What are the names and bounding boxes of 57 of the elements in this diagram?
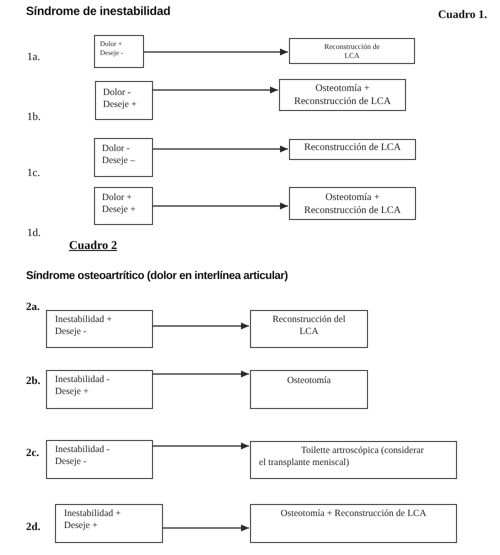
treatment-box	[289, 139, 416, 160]
row-label: 2a.	[26, 301, 40, 314]
arrow	[163, 524, 249, 532]
treatment-box	[250, 441, 457, 479]
arrow	[144, 48, 288, 56]
condition-text: Deseje +	[64, 520, 99, 533]
treatment-text: Osteotomía + Reconstrucción de LCA	[303, 192, 402, 217]
arrow	[153, 442, 249, 450]
condition-box	[95, 81, 153, 120]
arrow	[153, 370, 249, 378]
row-label: 2d.	[26, 521, 40, 534]
arrow	[153, 202, 288, 210]
condition-text: Inestabilidad +	[64, 509, 122, 521]
condition-box	[94, 187, 153, 225]
table-number: Cuadro 2	[69, 238, 118, 252]
condition-text: Inestabilidad -	[55, 375, 111, 387]
treatment-box	[250, 310, 368, 348]
treatment-text: Reconstrucción del LCA	[271, 315, 347, 339]
condition-text: Deseje –	[102, 156, 136, 168]
treatment-box	[279, 79, 406, 111]
condition-box	[55, 504, 163, 543]
condition-box	[94, 138, 153, 177]
condition-text: Dolor -	[103, 88, 132, 100]
row-label: 1c.	[27, 167, 40, 180]
condition-box	[94, 35, 144, 68]
treatment-text: Toilette artroscópica (considerar el transplante meniscal)	[259, 446, 425, 470]
condition-text: Deseje +	[103, 100, 138, 112]
section-heading: Síndrome de inestabilidad	[26, 4, 170, 18]
section-heading: Síndrome osteoartrítico (dolor en interlínea articular)	[26, 270, 288, 284]
treatment-text: Reconstrucción de LCA	[303, 142, 402, 154]
arrow	[153, 322, 249, 330]
arrow	[153, 146, 288, 152]
treatment-text: Osteotomía + Reconstrucción de LCA	[280, 509, 428, 521]
condition-text: Deseje -	[55, 326, 88, 339]
condition-text: Deseje -	[55, 456, 88, 469]
treatment-box	[250, 370, 368, 409]
condition-text: Deseje +	[102, 204, 137, 217]
condition-box	[46, 310, 153, 348]
condition-text: Inestabilidad +	[55, 315, 113, 327]
row-label: 2c.	[26, 447, 40, 460]
treatment-box	[289, 38, 415, 64]
row-label: 1b.	[27, 111, 41, 124]
row-label: 1d.	[27, 227, 41, 240]
treatment-text: Osteotomía + Reconstrucción de LCA	[293, 83, 392, 108]
row-label: 1a.	[27, 51, 40, 64]
condition-text: Dolor +	[102, 193, 133, 205]
table-number: Cuadro 1.	[438, 9, 487, 23]
condition-box	[46, 440, 153, 479]
condition-text: Inestabilidad -	[55, 445, 111, 457]
treatment-text: Osteotomía	[286, 376, 332, 388]
treatment-box	[250, 504, 457, 543]
condition-text: Deseje +	[55, 386, 90, 399]
condition-box	[46, 370, 153, 409]
treatment-box	[289, 187, 416, 220]
condition-text: Dolor -	[102, 144, 131, 156]
arrow	[153, 86, 278, 94]
row-label: 2b.	[26, 375, 40, 388]
